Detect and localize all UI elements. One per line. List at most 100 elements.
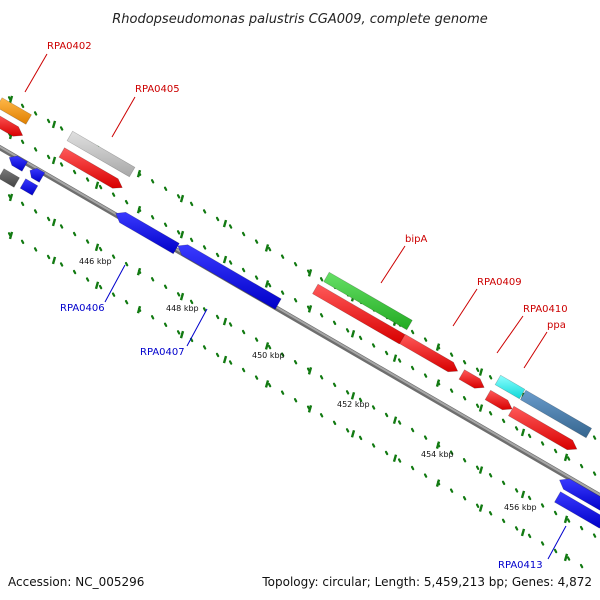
guide-dot xyxy=(319,413,324,418)
cds-reverse-arrow xyxy=(29,167,46,183)
gene-label-bipa[interactable]: bipA xyxy=(405,234,427,245)
guide-dot xyxy=(410,427,415,433)
tick-labels: 446 kbp 448 kbp 450 kbp 452 kbp 454 kbp … xyxy=(79,257,537,512)
guide-dot xyxy=(462,360,467,365)
scale-tick xyxy=(392,416,398,425)
guide-dot xyxy=(111,254,116,259)
guide-dot xyxy=(59,262,64,267)
guide-dot xyxy=(358,397,363,403)
feature-grey xyxy=(66,130,136,178)
scale-tick xyxy=(94,243,100,252)
guide-dot xyxy=(397,458,402,463)
guide-dot xyxy=(319,277,324,282)
scale-tick xyxy=(307,269,313,277)
tick-label: 448 kbp xyxy=(166,304,199,313)
guide-dot xyxy=(566,556,571,561)
accession-text: Accession: NC_005296 xyxy=(8,575,144,589)
guide-dot xyxy=(150,179,155,184)
guide-dot xyxy=(358,435,363,441)
scale-tick xyxy=(350,391,356,400)
guide-dot xyxy=(254,375,259,380)
guide-dot xyxy=(215,314,220,320)
guide-dot xyxy=(111,292,116,297)
guide-dot xyxy=(488,511,493,516)
guide-dot xyxy=(254,337,259,342)
guide-dot xyxy=(527,433,532,439)
label-leader-line xyxy=(452,288,478,327)
guide-dot xyxy=(475,465,480,470)
guide-dot xyxy=(189,201,194,207)
guide-dot xyxy=(20,239,25,245)
guide-dot xyxy=(280,254,285,259)
feature-blue-small xyxy=(19,178,39,196)
scale-tick xyxy=(392,454,398,463)
guide-dot xyxy=(280,290,285,295)
dotted-guide-lines xyxy=(7,96,597,569)
tick-label: 446 kbp xyxy=(79,257,112,266)
scale-tick xyxy=(264,244,270,252)
gene-label-ppa[interactable]: ppa xyxy=(547,320,566,331)
guide-dot xyxy=(46,216,51,222)
guide-dot xyxy=(345,390,350,395)
gene-label-rpa0402[interactable]: RPA0402 xyxy=(47,41,92,52)
scale-tick xyxy=(350,329,356,338)
guide-dot xyxy=(384,412,389,418)
guide-dot xyxy=(293,262,298,267)
scale-tick xyxy=(563,553,569,562)
label-leaders xyxy=(24,53,567,560)
guide-dot xyxy=(449,352,454,357)
map-title: Rhodopseudomonas palustris CGA009, compl… xyxy=(112,12,488,27)
guide-dot xyxy=(488,375,493,380)
scale-tick xyxy=(94,181,100,190)
scale-tick xyxy=(392,354,398,363)
scale-tick xyxy=(478,466,484,474)
gene-label-rpa0407[interactable]: RPA0407 xyxy=(140,347,185,358)
scale-tick xyxy=(264,380,270,388)
gene-label-rpa0410[interactable]: RPA0410 xyxy=(523,304,568,315)
scale-tick xyxy=(563,453,569,462)
tick-label: 450 kbp xyxy=(252,351,285,360)
guide-dot xyxy=(410,329,415,335)
guide-dot xyxy=(280,352,285,357)
guide-dot xyxy=(475,403,480,408)
scale-tick xyxy=(435,479,441,487)
guide-dot xyxy=(501,518,506,524)
guide-dot xyxy=(501,480,506,486)
guide-dot xyxy=(566,456,571,461)
scale-tick xyxy=(264,342,270,350)
guide-dot xyxy=(176,194,181,199)
gene-label-rpa0406[interactable]: RPA0406 xyxy=(60,303,105,314)
guide-dot xyxy=(423,373,428,378)
gene-label-rpa0413[interactable]: RPA0413 xyxy=(498,560,543,571)
gene-label-rpa0405[interactable]: RPA0405 xyxy=(135,84,180,95)
guide-dot xyxy=(345,328,350,333)
guide-dot xyxy=(20,201,25,207)
tick-label: 456 kbp xyxy=(504,503,537,512)
guide-dot xyxy=(254,275,259,280)
cds-arrow xyxy=(507,405,578,451)
feature-cyan xyxy=(494,374,526,400)
guide-dot xyxy=(150,215,155,220)
gene-label-rpa0409[interactable]: RPA0409 xyxy=(477,277,522,288)
guide-dot xyxy=(163,186,168,191)
guide-dot xyxy=(449,450,454,455)
scale-tick xyxy=(136,305,142,314)
guide-dot xyxy=(163,322,168,327)
scale-tick xyxy=(136,267,142,276)
guide-dot xyxy=(514,526,519,531)
label-leader-line xyxy=(104,264,126,303)
guide-dot xyxy=(553,510,558,516)
guide-dot xyxy=(579,463,584,469)
cds-arrow xyxy=(399,333,459,373)
guide-dot xyxy=(358,335,363,341)
guide-dot xyxy=(267,382,272,388)
scale-tick xyxy=(51,120,57,129)
scale-tick xyxy=(8,193,14,202)
scale-tick xyxy=(179,330,185,339)
scale-tick xyxy=(222,355,228,364)
guide-dot xyxy=(124,261,129,267)
guide-dot xyxy=(293,398,298,403)
guide-dot xyxy=(514,426,519,431)
guide-dot xyxy=(397,358,402,363)
guide-dot xyxy=(202,209,207,214)
